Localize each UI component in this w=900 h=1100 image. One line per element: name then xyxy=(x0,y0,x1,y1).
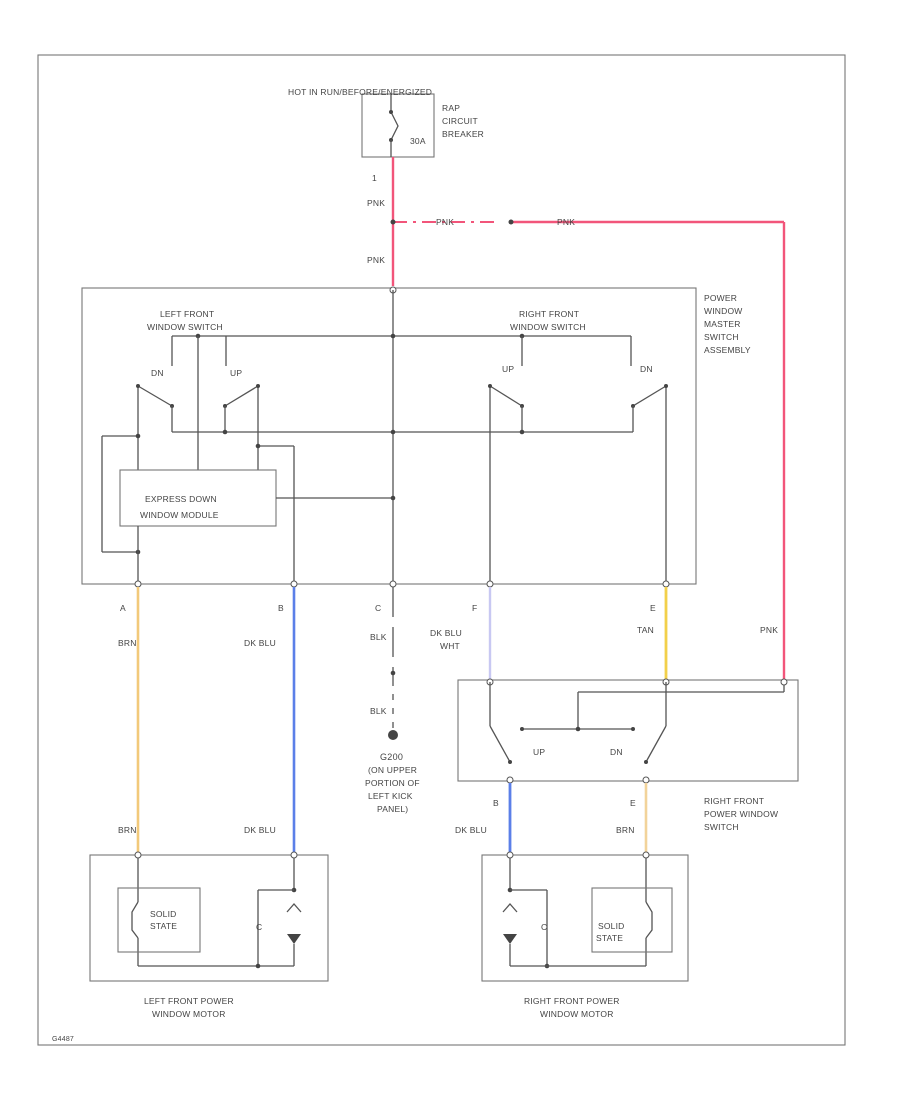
breaker-label-1: RAP xyxy=(442,103,460,113)
master-name-2: WINDOW xyxy=(704,306,743,316)
lf-motor-name-2: WINDOW MOTOR xyxy=(152,1009,226,1019)
pink-feed-wires: PNK PNK PNK PNK PNK xyxy=(367,157,786,680)
module-label-2: WINDOW MODULE xyxy=(140,510,219,520)
up-left-label: UP xyxy=(230,368,242,378)
rf-switch-up: UP xyxy=(533,747,545,757)
left-switch-label-2: WINDOW SWITCH xyxy=(147,322,223,332)
svg-text:C: C xyxy=(541,922,547,932)
master-name-1: POWER xyxy=(704,293,737,303)
master-name-5: ASSEMBLY xyxy=(704,345,751,355)
pnk-label-2: PNK xyxy=(436,217,454,227)
ground-g200: G200 (ON UPPER PORTION OF LEFT KICK PANE… xyxy=(365,730,420,814)
left-switch-label-1: LEFT FRONT xyxy=(160,309,214,319)
ground-line-3: LEFT KICK xyxy=(368,791,413,801)
ground-icon xyxy=(388,730,398,740)
rf-switch-name-2: POWER WINDOW xyxy=(704,809,778,819)
diagram-frame xyxy=(37,54,846,1046)
right-switch-label-2: WINDOW SWITCH xyxy=(510,322,586,332)
lf-solid-2: STATE xyxy=(150,921,177,931)
pnk-label-4: PNK xyxy=(367,255,385,265)
rf-switch-name-1: RIGHT FRONT xyxy=(704,796,764,806)
breaker-pin: 1 xyxy=(372,173,377,183)
master-name-3: MASTER xyxy=(704,319,741,329)
rf-motor-name-1: RIGHT FRONT POWER xyxy=(524,996,620,1006)
wire-dk-blu-wht-1: DK BLU xyxy=(430,628,462,638)
wire-blk-2: BLK xyxy=(370,706,387,716)
pin-e: E xyxy=(650,603,656,613)
rf-solid-1: SOLID xyxy=(598,921,625,931)
up-right-label: UP xyxy=(502,364,514,374)
lf-solid-1: SOLID xyxy=(150,909,177,919)
module-label-1: EXPRESS DOWN xyxy=(145,494,217,504)
pnk-label-3: PNK xyxy=(557,217,575,227)
svg-text:C: C xyxy=(256,922,262,932)
rf-switch-name-3: SWITCH xyxy=(704,822,739,832)
rf-switch-pin-e: E xyxy=(630,798,636,808)
wire-dk-blu-3: DK BLU xyxy=(455,825,487,835)
right-switch-label-1: RIGHT FRONT xyxy=(519,309,579,319)
pin-a: A xyxy=(120,603,126,613)
motor-symbol-icon xyxy=(286,903,302,913)
rf-switch-dn: DN xyxy=(610,747,623,757)
rf-motor-name-2: WINDOW MOTOR xyxy=(540,1009,614,1019)
harness-wires: BRN DK BLU BLK BLK DK BLU WHT TAN BRN DK… xyxy=(118,587,668,852)
breaker-amps: 30A xyxy=(410,136,426,146)
ground-line-1: (ON UPPER xyxy=(368,765,417,775)
motor-symbol-icon xyxy=(502,903,518,913)
wire-tan: TAN xyxy=(637,625,654,635)
pnk-label-1: PNK xyxy=(367,198,385,208)
breaker-label-2: CIRCUIT xyxy=(442,116,478,126)
wire-brn-2: BRN xyxy=(118,825,137,835)
lf-motor-name-1: LEFT FRONT POWER xyxy=(144,996,234,1006)
pnk-label-5: PNK xyxy=(760,625,778,635)
right-front-window-switch: UP DN B E RIGHT FRONT POWER WINDOW SWITC… xyxy=(457,678,799,832)
rf-switch-pin-b: B xyxy=(493,798,499,808)
ground-line-2: PORTION OF xyxy=(365,778,420,788)
left-front-window-motor: SOLID STATE C LEFT FRONT POWER WINDOW MO… xyxy=(89,851,329,1019)
breaker-label-3: BREAKER xyxy=(442,129,484,139)
hot-label: HOT IN RUN/BEFORE/ENERGIZED xyxy=(288,87,432,97)
rf-solid-2: STATE xyxy=(596,933,623,943)
circuit-breaker: HOT IN RUN/BEFORE/ENERGIZED RAP CIRCUIT … xyxy=(288,87,484,183)
footer-code: G4487 xyxy=(52,1036,74,1043)
wire-brn-1: BRN xyxy=(118,638,137,648)
right-front-window-motor: C SOLID STATE RIGHT FRONT POWER WINDOW M… xyxy=(481,851,689,1019)
master-name-4: SWITCH xyxy=(704,332,739,342)
wire-dk-blu-1: DK BLU xyxy=(244,638,276,648)
wire-brn-3: BRN xyxy=(616,825,635,835)
wire-dk-blu-wht-2: WHT xyxy=(440,641,460,651)
wire-dk-blu-2: DK BLU xyxy=(244,825,276,835)
master-switch-assembly: POWER WINDOW MASTER SWITCH ASSEMBLY LEFT… xyxy=(81,286,751,613)
ground-id: G200 xyxy=(380,752,403,762)
dn-left-label: DN xyxy=(151,368,164,378)
wire-blk-1: BLK xyxy=(370,632,387,642)
ground-line-4: PANEL) xyxy=(377,804,408,814)
pin-b: B xyxy=(278,603,284,613)
pin-f: F xyxy=(472,603,477,613)
right-motor-wires: DK BLU BRN xyxy=(455,783,648,852)
pin-c: C xyxy=(375,603,381,613)
dn-right-label: DN xyxy=(640,364,653,374)
